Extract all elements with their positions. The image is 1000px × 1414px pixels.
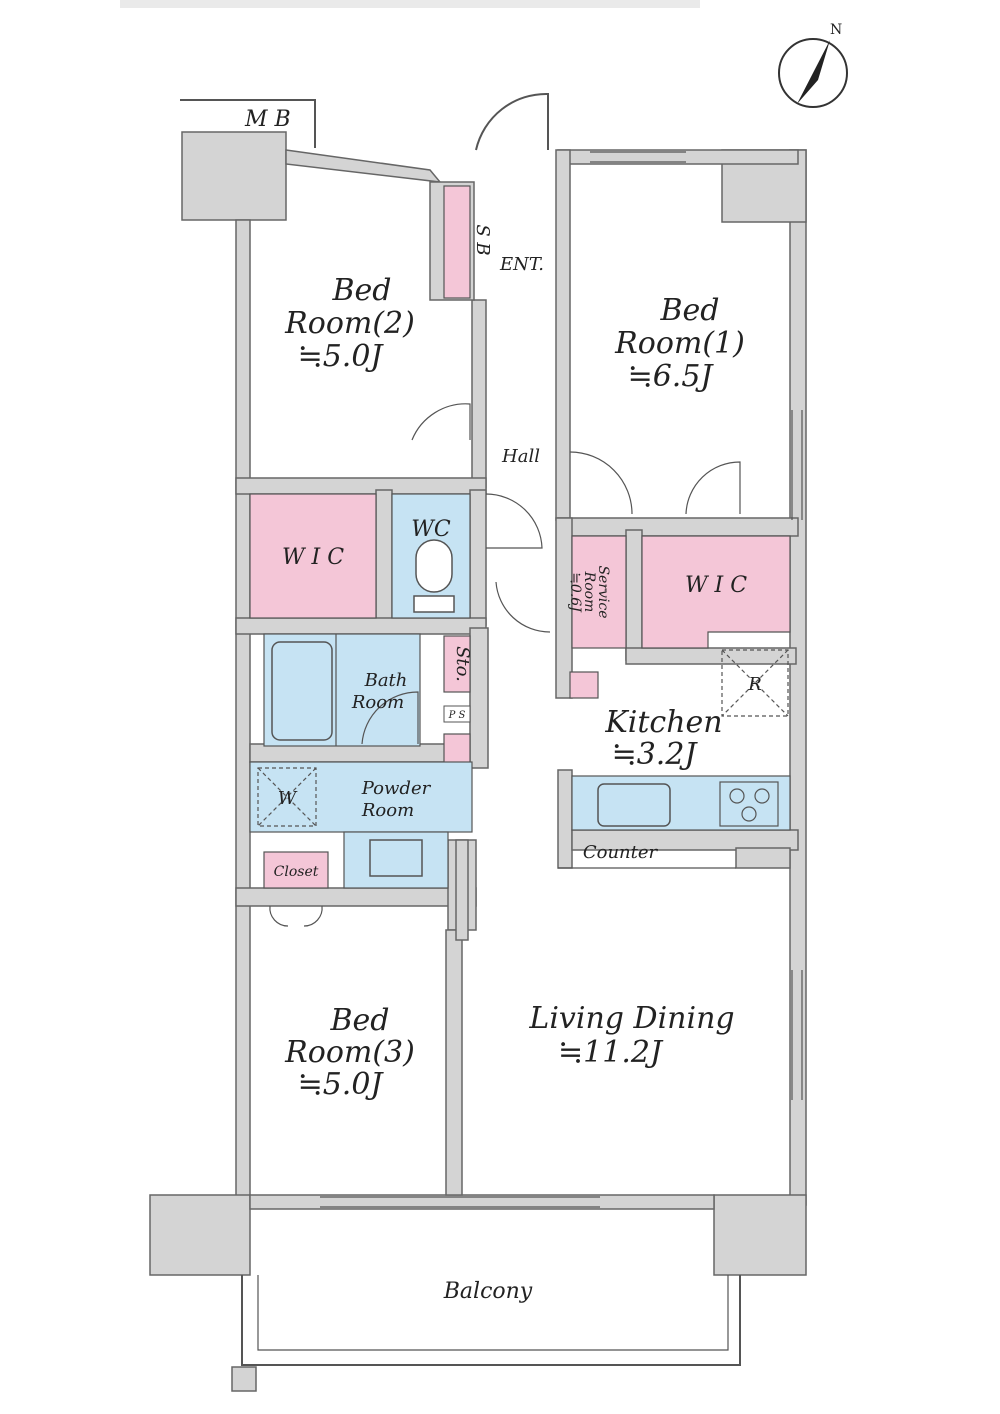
- label-bed3-l3: ≒5.0J: [298, 1067, 385, 1102]
- kitchen-sink-icon: [597, 783, 671, 827]
- fixtures: [249, 185, 791, 889]
- compass-ring: [778, 38, 848, 108]
- label-bath-l2: Room: [351, 692, 404, 713]
- powder-storage: [443, 733, 471, 765]
- windows: [320, 151, 803, 1208]
- bathtub-icon: [271, 641, 333, 741]
- label-kitchen-l1: Kitchen: [604, 705, 722, 740]
- label-closet: Closet: [274, 864, 319, 880]
- label-bed2-l2: Room(2): [284, 306, 415, 341]
- bath-area: [263, 633, 421, 747]
- label-living-l1: Living Dining: [528, 1001, 734, 1036]
- powder-room-area: [249, 761, 473, 833]
- label-balcony: Balcony: [443, 1279, 533, 1304]
- outer-walls: [149, 99, 807, 1392]
- label-bed1-l3: ≒6.5J: [628, 359, 715, 394]
- compass-arrow-icon: [797, 40, 830, 104]
- label-bed2-l1: Bed: [331, 273, 391, 308]
- label-refrigerator: R: [747, 674, 762, 695]
- stove-icon: [719, 781, 779, 827]
- label-ent: ENT.: [499, 254, 544, 275]
- label-powder-l2: Room: [361, 800, 414, 821]
- label-service-l2: Room: [581, 571, 597, 613]
- label-bed2-l3: ≒5.0J: [298, 339, 385, 374]
- label-washer: W: [278, 788, 298, 809]
- label-living-l2: ≒11.2J: [558, 1035, 664, 1070]
- label-mb: M B: [244, 107, 291, 132]
- entrance-door: [475, 92, 549, 151]
- label-wic-right: W I C: [685, 573, 747, 598]
- washer-icon: [257, 767, 317, 827]
- doors: [269, 92, 741, 927]
- service-room-area: [571, 535, 627, 649]
- sb-area: [443, 185, 471, 299]
- wc-door: [485, 493, 543, 549]
- label-service-l3: ≒0.6J: [567, 572, 583, 613]
- label-wic-left: W I C: [282, 545, 344, 570]
- refrigerator-icon: [721, 649, 789, 717]
- vanity-area: [343, 831, 449, 889]
- service-door: [495, 581, 551, 633]
- label-counter: Counter: [583, 842, 659, 863]
- compass: N: [778, 22, 848, 108]
- bed2-door: [411, 403, 471, 441]
- ps-box: [443, 705, 471, 723]
- toilet-icon: [415, 539, 453, 593]
- label-wc: WC: [411, 517, 451, 542]
- closet-area: [263, 851, 329, 889]
- closet-door: [269, 905, 323, 927]
- label-bath-l1: Bath: [364, 670, 408, 691]
- header-strip: [120, 0, 700, 8]
- label-bed3-l2: Room(3): [284, 1035, 415, 1070]
- wic-left-area: [249, 493, 377, 619]
- label-ps: P S: [448, 710, 466, 721]
- kitchen-storage: [569, 671, 599, 699]
- label-bed3-l1: Bed: [329, 1003, 389, 1038]
- label-kitchen-l2: ≒3.2J: [612, 737, 699, 772]
- label-bed1-l2: Room(1): [614, 326, 745, 361]
- compass-label: N: [830, 22, 842, 38]
- bath-door: [361, 691, 419, 745]
- sink-icon: [369, 839, 423, 877]
- label-bed1-l1: Bed: [659, 293, 719, 328]
- wic-right-door: [685, 461, 741, 515]
- label-sb: S B: [472, 224, 493, 255]
- bed1-door: [569, 451, 633, 515]
- wic-right-area: [641, 535, 791, 649]
- label-hall: Hall: [501, 446, 540, 467]
- label-sto: Sto.: [452, 646, 473, 682]
- toilet-tank: [413, 595, 455, 613]
- kitchen-counter: [571, 775, 791, 831]
- label-service-l1: Service: [595, 565, 611, 618]
- sto-area: [443, 635, 471, 693]
- label-powder-l1: Powder: [361, 778, 432, 799]
- room-labels: M B S B ENT. Bed Room(2) ≒5.0J Bed Room(…: [244, 107, 762, 1304]
